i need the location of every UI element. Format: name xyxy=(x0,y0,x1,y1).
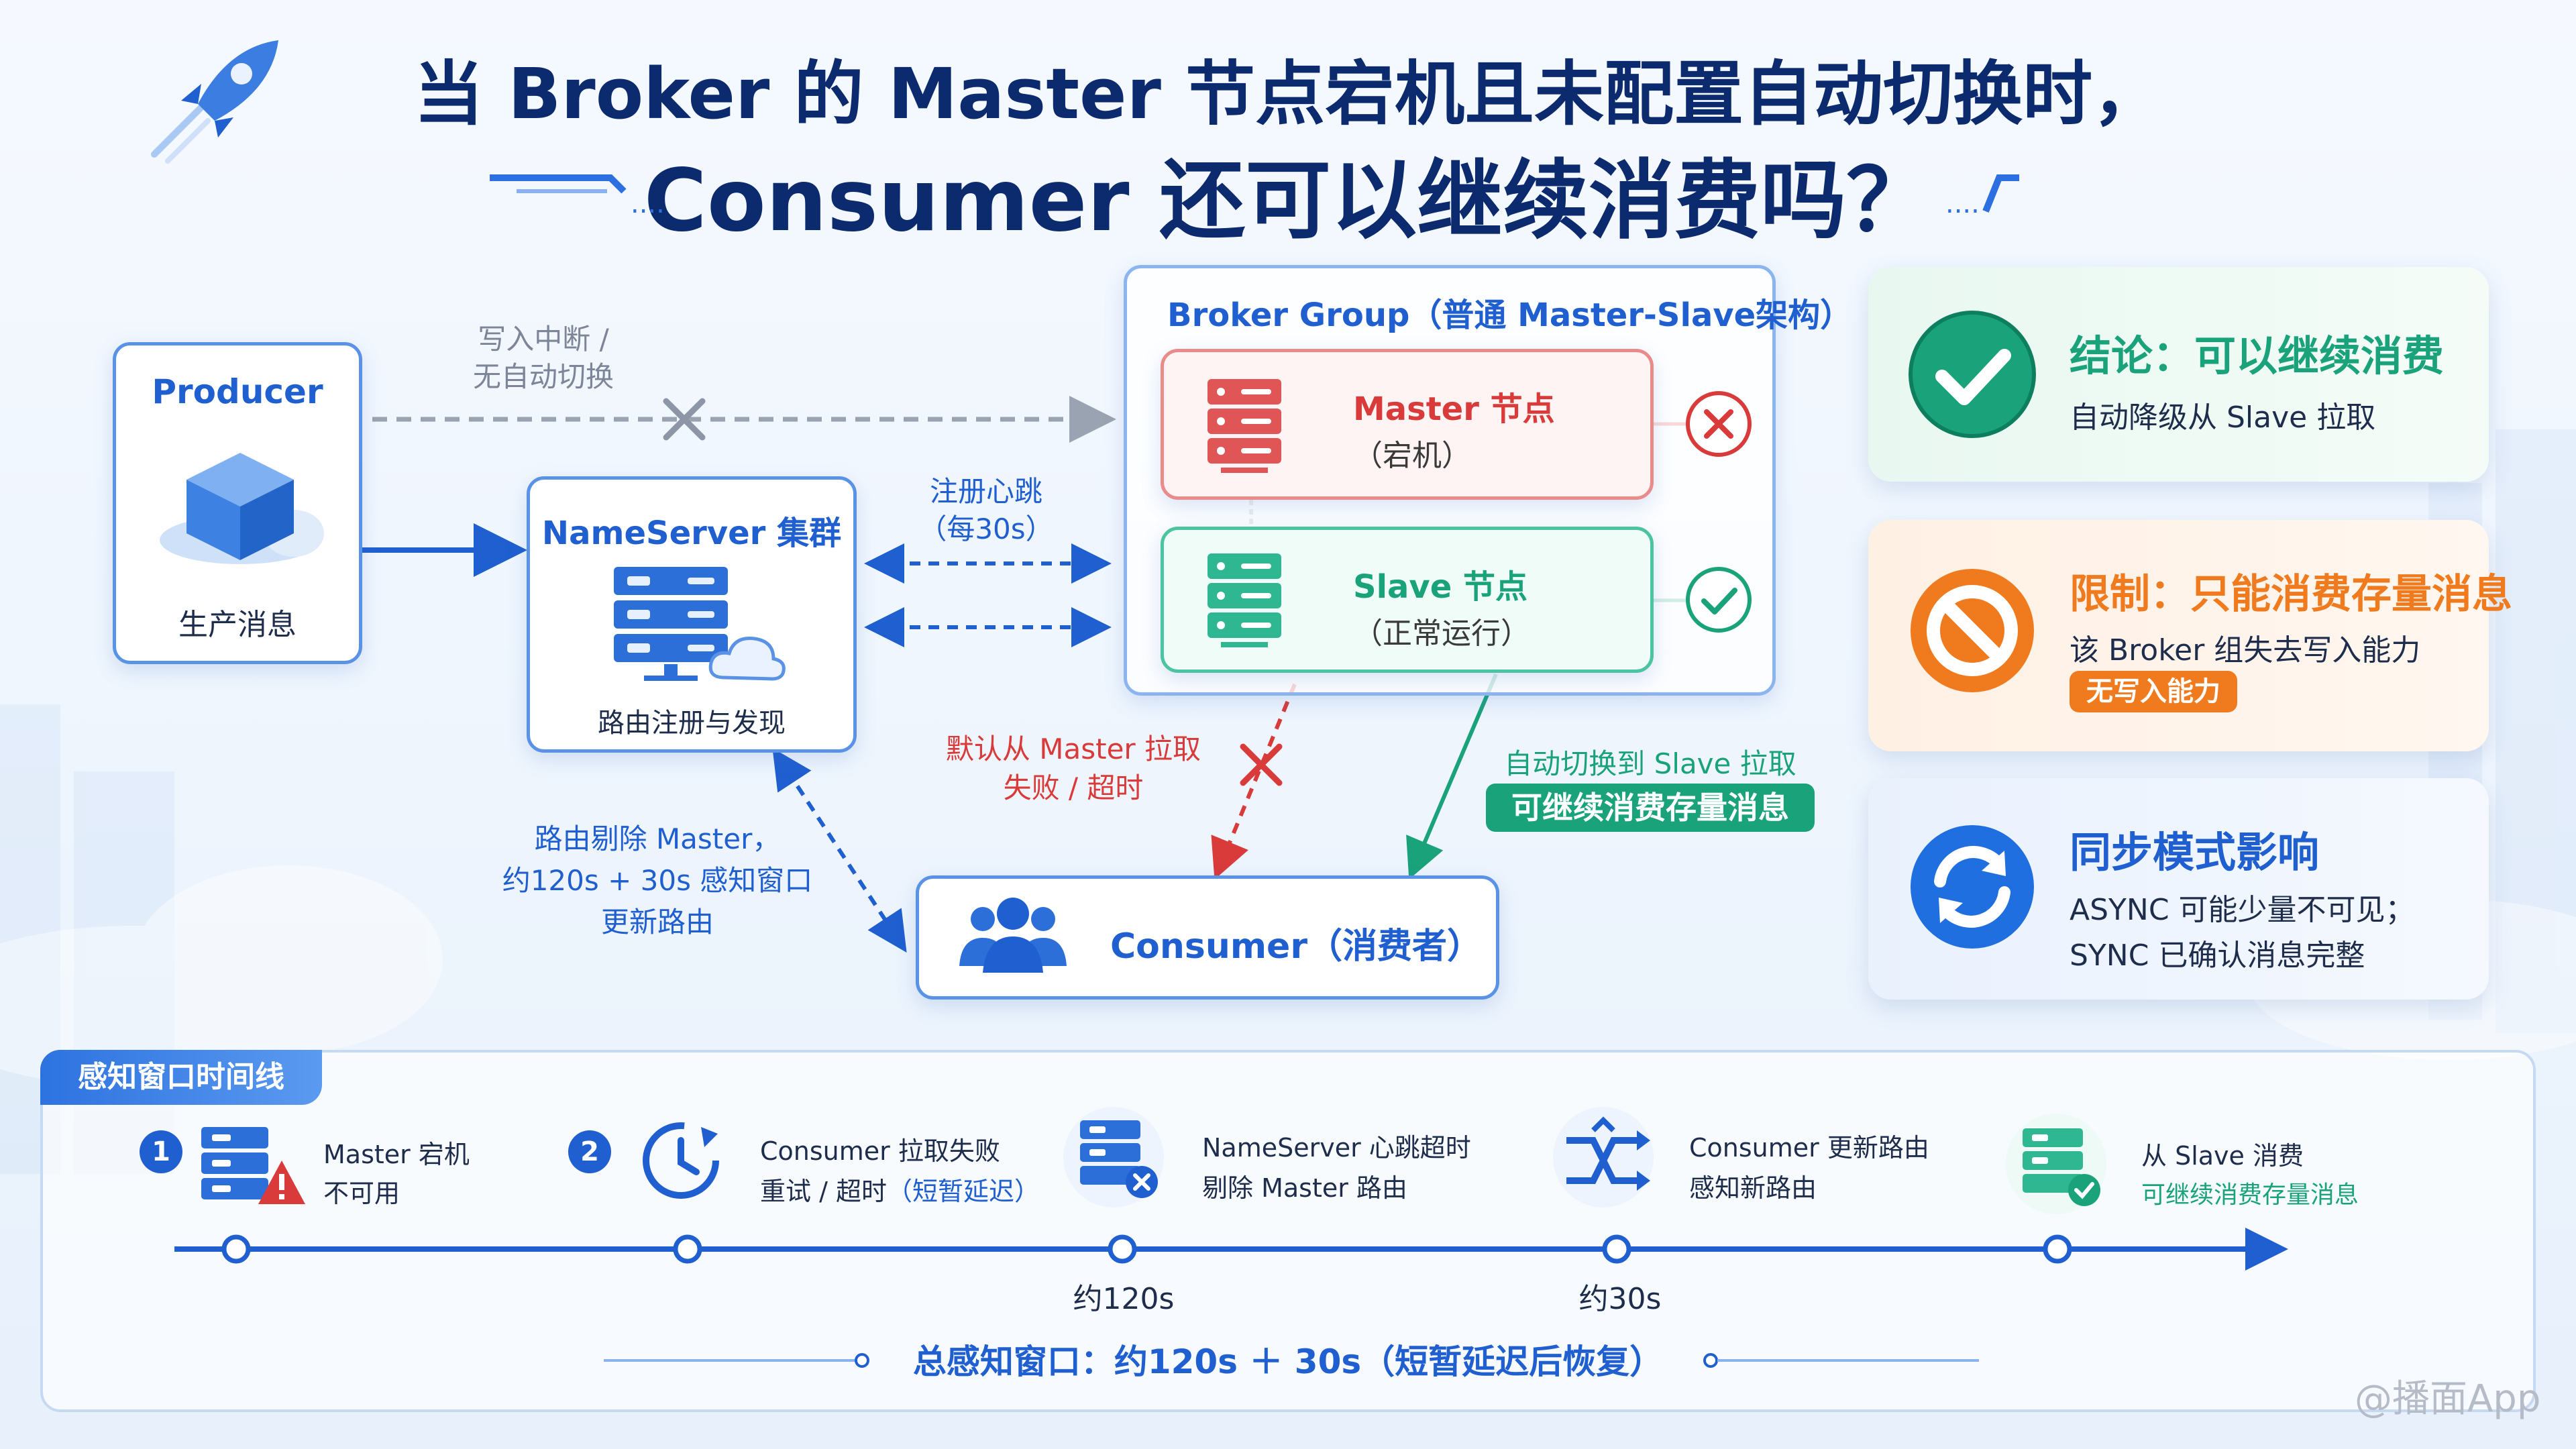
conclusion-title: 结论：可以继续消费 xyxy=(2070,331,2445,380)
route-remove-label: 路由剔除 Master， 约120s + 30s 感知窗口 更新路由 xyxy=(490,818,825,943)
auto-switch-label: 自动切换到 Slave 拉取 xyxy=(1504,747,1796,780)
tick-30s: 约30s xyxy=(1578,1282,1662,1316)
consumer-box[interactable]: Consumer（消费者） xyxy=(916,875,1499,1000)
route-icon xyxy=(1553,1107,1654,1208)
step-2-line2: 重试 / 超时（短暂延迟） xyxy=(760,1171,1040,1208)
master-node-state: （宕机） xyxy=(1353,439,1471,473)
step-2-line2-delay: （短暂延迟） xyxy=(886,1177,1040,1206)
server-icon xyxy=(1208,553,1281,647)
server-x-icon xyxy=(1063,1107,1164,1208)
server-icon xyxy=(1208,379,1281,473)
heartbeat-line1: 注册心跳 xyxy=(929,475,1042,508)
timeline-header: 感知窗口时间线 xyxy=(40,1050,322,1105)
server-icon xyxy=(614,567,728,681)
heartbeat-line2: （每30s） xyxy=(918,513,1054,545)
no-write-badge: 无写入能力 xyxy=(2070,671,2237,712)
master-node-name: Master 节点 xyxy=(1353,390,1555,428)
sync-mode-card: 同步模式影响 ASYNC 可能少量不可见； SYNC 已确认消息完整 xyxy=(1868,778,2489,1000)
step-2-line2-main: 重试 / 超时 xyxy=(760,1177,887,1206)
default-pull-label: 默认从 Master 拉取 失败 / 超时 xyxy=(932,730,1214,808)
slave-node-state: （正常运行） xyxy=(1353,616,1530,651)
check-icon xyxy=(1686,567,1752,633)
step-2-line1: Consumer 拉取失败 xyxy=(760,1136,1000,1166)
producer-box[interactable]: Producer 生产消息 xyxy=(113,342,362,664)
step-number-1: 1 xyxy=(140,1130,182,1173)
step-5-line1: 从 Slave 消费 xyxy=(2141,1141,2304,1171)
timeline-panel xyxy=(40,1050,2536,1412)
default-pull-line2: 失败 / 超时 xyxy=(1003,771,1144,804)
producer-caption: 生产消息 xyxy=(178,608,297,642)
step-3-line1: NameServer 心跳超时 xyxy=(1202,1133,1471,1163)
broker-group-title: Broker Group（普通 Master-Slave架构） xyxy=(1167,297,1853,334)
slave-node[interactable]: Slave 节点 （正常运行） xyxy=(1161,527,1654,673)
total-window: 总感知窗口：约120s ＋ 30s（短暂延迟后恢复） xyxy=(912,1342,1664,1381)
x-icon xyxy=(1240,743,1283,786)
route-remove-line1: 路由剔除 Master， xyxy=(534,822,781,855)
step-4-line2: 感知新路由 xyxy=(1689,1173,1817,1203)
svg-text:....: .... xyxy=(1945,189,1980,219)
write-interrupt-label: 写入中断 / 无自动切换 xyxy=(429,321,657,396)
consumer-title: Consumer（消费者） xyxy=(1110,926,1482,967)
watermark: @播面App xyxy=(2355,1377,2541,1421)
step-1-line1: Master 宕机 xyxy=(323,1140,470,1169)
tick-120s: 约120s xyxy=(1073,1282,1175,1316)
clock-icon xyxy=(643,1122,719,1199)
master-node[interactable]: Master 节点 （宕机） xyxy=(1161,349,1654,500)
server-check-icon xyxy=(2006,1114,2106,1214)
conclusion-text: 自动降级从 Slave 拉取 xyxy=(2070,400,2376,435)
default-pull-line1: 默认从 Master 拉取 xyxy=(945,733,1201,765)
step-number-2: 2 xyxy=(568,1130,611,1173)
x-icon xyxy=(1686,391,1752,457)
step-4-line1: Consumer 更新路由 xyxy=(1689,1133,1929,1163)
check-icon xyxy=(1909,311,2036,438)
limitation-card: 限制：只能消费存量消息 该 Broker 组失去写入能力 无写入能力 xyxy=(1868,520,2512,751)
page-title-line1: 当 Broker 的 Master 节点宕机且未配置自动切换时， xyxy=(413,53,2163,135)
cube-icon xyxy=(160,453,324,564)
heartbeat-label: 注册心跳 （每30s） xyxy=(892,473,1080,548)
server-warning-icon xyxy=(201,1127,305,1204)
sync-icon xyxy=(1911,825,2034,949)
x-icon xyxy=(663,398,706,441)
slave-node-name: Slave 节点 xyxy=(1353,568,1527,606)
sync-mode-title: 同步模式影响 xyxy=(2070,828,2320,877)
sync-mode-line1: ASYNC 可能少量不可见； xyxy=(2070,893,2415,927)
route-remove-line3: 更新路由 xyxy=(600,906,714,938)
write-interrupt-line1: 写入中断 / xyxy=(478,323,609,356)
title-underline-decoration: .... .... xyxy=(490,174,2019,219)
ban-icon xyxy=(1911,569,2034,692)
step-3-line2: 剔除 Master 路由 xyxy=(1202,1173,1407,1203)
nameserver-box[interactable]: NameServer 集群 路由注册与发现 xyxy=(527,476,857,753)
route-remove-line2: 约120s + 30s 感知窗口 xyxy=(502,864,813,897)
producer-title: Producer xyxy=(152,372,323,411)
conclusion-card: 结论：可以继续消费 自动降级从 Slave 拉取 xyxy=(1868,267,2489,482)
svg-text:....: .... xyxy=(631,189,665,219)
rocket-icon xyxy=(151,40,278,164)
step-5-line2: 可继续消费存量消息 xyxy=(2141,1181,2359,1209)
nameserver-caption: 路由注册与发现 xyxy=(598,708,786,739)
users-icon xyxy=(959,898,1067,973)
nameserver-title: NameServer 集群 xyxy=(541,515,842,552)
sync-mode-line2: SYNC 已确认消息完整 xyxy=(2070,938,2365,973)
write-interrupt-line2: 无自动切换 xyxy=(472,360,614,393)
page-title-line2: Consumer 还可以继续消费吗？ xyxy=(643,151,1933,251)
limitation-title: 限制：只能消费存量消息 xyxy=(2070,571,2512,618)
step-1-line2: 不可用 xyxy=(323,1179,400,1208)
auto-switch-badge: 可继续消费存量消息 xyxy=(1486,784,1815,832)
limitation-text: 该 Broker 组失去写入能力 xyxy=(2070,633,2421,667)
cloud-icon xyxy=(708,636,786,681)
